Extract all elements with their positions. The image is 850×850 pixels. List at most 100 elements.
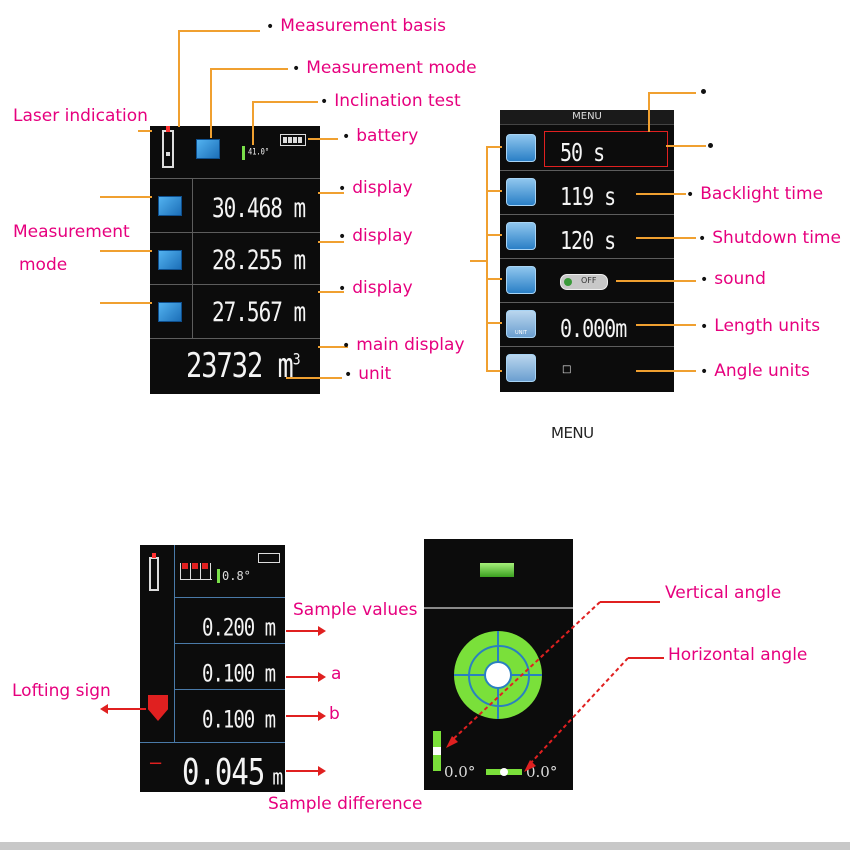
leader-line (486, 146, 502, 148)
row-separator (150, 338, 320, 339)
label-inclination-test: Inclination test (320, 91, 460, 111)
unit-superscript: 3 (292, 350, 301, 370)
label-backlight-time: Backlight time (686, 184, 823, 204)
arrow-line (286, 770, 320, 772)
menu-row-6: □ (562, 364, 572, 375)
label-shutdown-time: Shutdown time (698, 228, 841, 248)
leader-line (486, 278, 502, 280)
label-main-display: main display (342, 335, 464, 355)
row-separator (150, 232, 320, 233)
speaker-icon (506, 266, 536, 294)
leader-line (210, 68, 212, 138)
leader-line (648, 92, 696, 94)
menu-row-3: 120 s (560, 225, 616, 255)
vertical-angle-reading: 0.0° (444, 763, 476, 781)
measurement-mode-icon-1 (158, 196, 182, 216)
clock-icon (506, 134, 536, 162)
lofting-sign-icon (148, 695, 168, 721)
arrow-line (286, 676, 320, 678)
arrow-head (318, 711, 326, 721)
leader-line (486, 370, 502, 372)
leader-line (470, 260, 488, 262)
selected-row-highlight (544, 131, 668, 167)
leader-line (286, 377, 342, 379)
bottom-band (0, 842, 850, 850)
leader-line (636, 237, 696, 239)
laser-indicator-icon (162, 126, 174, 168)
backlight-icon (506, 178, 536, 206)
row-separator (174, 689, 285, 690)
label-unit: unit (344, 364, 391, 384)
horizontal-angle-reading: 0.0° (526, 763, 558, 781)
minus-sign: − (148, 753, 164, 774)
row-separator (174, 597, 285, 598)
inclination-value: 41.0° (248, 147, 270, 157)
leader-line (178, 30, 180, 127)
arrow-head (318, 626, 326, 636)
row-separator (140, 742, 285, 743)
divider-line (424, 607, 573, 609)
row-separator (500, 302, 674, 303)
horizontal-bubble-vial (480, 563, 514, 577)
label-measurement-mode-top: Measurement mode (292, 58, 476, 78)
inclination-icon (242, 146, 245, 160)
main-display-value: 23732 m3 (186, 347, 301, 386)
vertical-level-bar (433, 731, 441, 771)
label-display-3: display (338, 278, 412, 298)
circular-level (454, 631, 542, 719)
row-separator (500, 170, 674, 171)
row-separator (150, 178, 320, 179)
label-laser-indication: Laser indication (13, 106, 148, 126)
leader-line (210, 68, 288, 70)
power-icon (506, 222, 536, 250)
measurement-mode-icon-3 (158, 302, 182, 322)
leader-line (178, 30, 260, 32)
sound-toggle[interactable]: OFF (560, 274, 608, 290)
leader-line (636, 370, 696, 372)
main-screen: 41.0° 30.468 m 28.255 m 27.567 m 23732 m… (150, 126, 320, 394)
label-angle-units: Angle units (700, 361, 810, 381)
main-value: 23732 m (186, 347, 294, 386)
label-vertical-angle: Vertical angle (665, 583, 782, 603)
leader-line (616, 280, 696, 282)
inclination-icon (217, 569, 220, 583)
label-sample-difference: Sample difference (268, 794, 423, 814)
label-length-units: Length units (700, 316, 820, 336)
battery-icon (280, 134, 306, 146)
leader-line (486, 146, 488, 372)
row-separator (500, 258, 674, 259)
label-measurement-mode-left-2: mode (19, 255, 68, 275)
menu-row-5: 0.000m (560, 313, 627, 343)
inclination-value: 0.8° (222, 569, 251, 583)
leader-line (318, 291, 344, 293)
leader-line (138, 130, 152, 132)
leader-line (100, 196, 152, 198)
label-battery: battery (342, 126, 418, 146)
leader-line (486, 190, 502, 192)
display-row-3: 27.567 m (212, 297, 306, 327)
leader-line (308, 138, 338, 140)
label-measurement-mode-left: Measurement (13, 222, 130, 242)
unit-icon-text: UNIT (515, 330, 527, 336)
menu-caption: MENU (551, 424, 594, 442)
label-measurement-basis: Measurement basis (266, 16, 446, 36)
arrow-head (318, 672, 326, 682)
row-separator (500, 346, 674, 347)
sample-row-2: 0.100 m (202, 660, 276, 688)
toggle-label: OFF (581, 276, 597, 285)
leader-line (486, 234, 502, 236)
leader-line (318, 346, 348, 348)
row-separator (150, 284, 320, 285)
leader-line (252, 101, 254, 145)
row-separator (500, 214, 674, 215)
battery-icon (258, 553, 280, 563)
leader-line (636, 193, 686, 195)
leader-line (666, 145, 706, 147)
arrow-head (318, 766, 326, 776)
angle-icon (506, 354, 536, 382)
arrow-line (286, 630, 320, 632)
leader-line (636, 324, 696, 326)
menu-screen: MENU UNIT 50 s 119 s 120 s OFF 0.000m □ (500, 110, 674, 392)
leader-line (252, 101, 318, 103)
